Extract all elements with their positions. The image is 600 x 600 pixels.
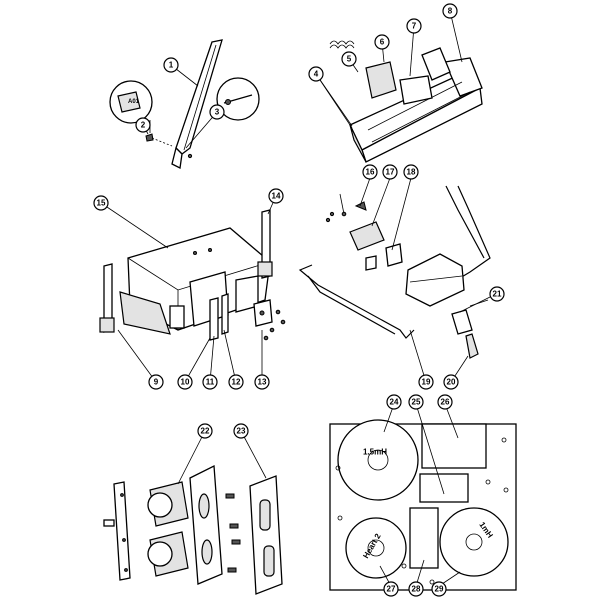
callout-14: 14 xyxy=(268,188,284,204)
callout-1: 1 xyxy=(163,57,179,73)
callout-5: 5 xyxy=(341,51,357,67)
callout-12: 12 xyxy=(228,374,244,390)
svg-text:19: 19 xyxy=(422,378,431,387)
svg-text:1: 1 xyxy=(169,61,174,70)
callout-21: 21 xyxy=(489,286,505,302)
leader-lines xyxy=(100,10,497,587)
svg-text:10: 10 xyxy=(181,378,190,387)
callout-19: 19 xyxy=(418,374,434,390)
callout-3: 3 xyxy=(209,104,225,120)
svg-text:13: 13 xyxy=(258,378,267,387)
svg-text:24: 24 xyxy=(390,398,399,407)
svg-text:12: 12 xyxy=(232,378,241,387)
yoke-assembly xyxy=(298,185,491,359)
svg-text:3: 3 xyxy=(215,108,220,117)
svg-text:25: 25 xyxy=(412,398,421,407)
callout-20: 20 xyxy=(443,374,459,390)
svg-text:20: 20 xyxy=(447,378,456,387)
svg-text:2: 2 xyxy=(141,121,146,130)
callout-16: 16 xyxy=(362,164,378,180)
callout-8: 8 xyxy=(442,3,458,19)
svg-text:26: 26 xyxy=(441,398,450,407)
svg-text:6: 6 xyxy=(380,38,385,47)
svg-text:9: 9 xyxy=(154,378,159,387)
svg-text:11: 11 xyxy=(206,378,215,387)
callout-10: 10 xyxy=(177,374,193,390)
svg-text:7: 7 xyxy=(412,22,417,31)
svg-text:14: 14 xyxy=(272,192,281,201)
svg-text:4: 4 xyxy=(314,70,319,79)
callout-23: 23 xyxy=(233,423,249,439)
callout-11: 11 xyxy=(202,374,218,390)
svg-text:18: 18 xyxy=(407,168,416,177)
callout-29: 29 xyxy=(431,581,447,597)
callout-25: 25 xyxy=(408,394,424,410)
svg-text:16: 16 xyxy=(366,168,375,177)
svg-text:5: 5 xyxy=(347,55,352,64)
callout-9: 9 xyxy=(148,374,164,390)
callouts: 1 2 3 4 5 6 7 8 9 10 11 12 13 14 15 16 1… xyxy=(93,3,505,597)
svg-text:29: 29 xyxy=(435,585,444,594)
svg-text:21: 21 xyxy=(493,290,502,299)
rigging-bar-assembly: A01 xyxy=(109,39,260,169)
callout-24: 24 xyxy=(386,394,402,410)
callout-6: 6 xyxy=(374,34,390,50)
callout-18: 18 xyxy=(403,164,419,180)
svg-text:A01: A01 xyxy=(128,99,140,105)
callout-17: 17 xyxy=(382,164,398,180)
svg-text:28: 28 xyxy=(412,585,421,594)
callout-7: 7 xyxy=(406,18,422,34)
connector-panel-assembly xyxy=(103,464,283,595)
callout-28: 28 xyxy=(408,581,424,597)
crossover-board: 1.5mH Heart 2 1mH xyxy=(329,419,517,591)
callout-26: 26 xyxy=(437,394,453,410)
svg-text:23: 23 xyxy=(237,427,246,436)
svg-text:22: 22 xyxy=(201,427,210,436)
callout-13: 13 xyxy=(254,374,270,390)
svg-text:27: 27 xyxy=(387,585,396,594)
callout-15: 15 xyxy=(93,195,109,211)
svg-text:17: 17 xyxy=(386,168,395,177)
svg-text:15: 15 xyxy=(97,199,106,208)
callout-4: 4 xyxy=(308,66,324,82)
callout-22: 22 xyxy=(197,423,213,439)
inductor-1-5mh-label: 1.5mH xyxy=(363,448,387,457)
callout-27: 27 xyxy=(383,581,399,597)
callout-2: 2 xyxy=(135,117,151,133)
svg-text:8: 8 xyxy=(448,7,453,16)
frame-assembly xyxy=(315,40,483,163)
cabinet-assembly xyxy=(99,209,286,341)
